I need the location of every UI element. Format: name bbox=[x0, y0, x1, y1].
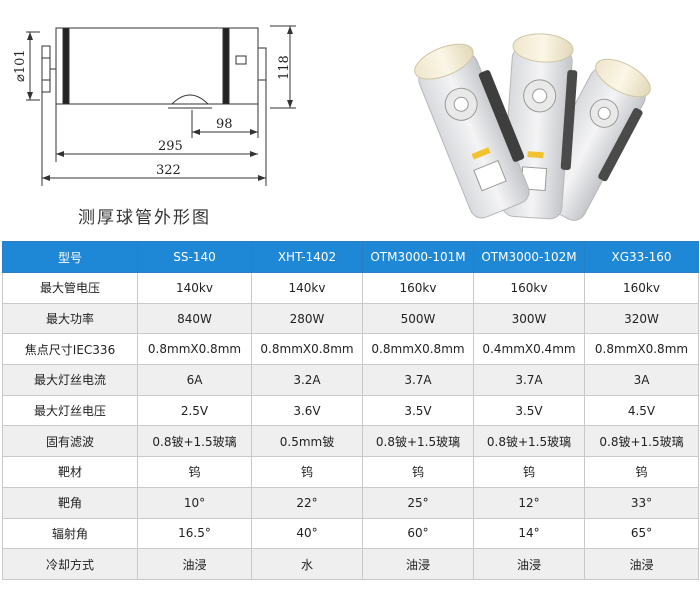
row-label-cell: 最大功率 bbox=[2, 302, 138, 335]
table-cell: 300W bbox=[473, 302, 585, 335]
table-cell: 油浸 bbox=[362, 548, 474, 580]
spec-table: 型号 SS-140 XHT-1402 OTM3000-101M OTM3000-… bbox=[2, 241, 699, 580]
table-cell: 钨 bbox=[473, 456, 585, 488]
header-cell: SS-140 bbox=[137, 241, 252, 273]
table-cell: 500W bbox=[362, 302, 474, 335]
table-cell: 钨 bbox=[584, 456, 699, 488]
row-label-cell: 冷却方式 bbox=[2, 548, 138, 580]
table-cell: 14° bbox=[473, 517, 585, 550]
table-cell: 0.8铍+1.5玻璃 bbox=[584, 425, 699, 458]
table-cell: 140kv bbox=[137, 272, 252, 304]
table-cell: 3.7A bbox=[473, 364, 585, 396]
table-cell: 钨 bbox=[251, 456, 363, 488]
table-cell: 2.5V bbox=[137, 394, 252, 427]
row-label-cell: 最大灯丝电压 bbox=[2, 394, 138, 427]
table-cell: 60° bbox=[362, 517, 474, 550]
dim-total-label: 322 bbox=[156, 163, 181, 178]
table-cell: 3A bbox=[584, 364, 699, 396]
table-cell: 4.5V bbox=[584, 394, 699, 427]
dim-inner-label: 98 bbox=[216, 117, 233, 132]
table-cell: 钨 bbox=[137, 456, 252, 488]
row-label-cell: 靶角 bbox=[2, 486, 138, 519]
table-cell: 320W bbox=[584, 302, 699, 335]
header-cell: XHT-1402 bbox=[251, 241, 363, 273]
table-cell: 水 bbox=[251, 548, 363, 580]
table-cell: 油浸 bbox=[137, 548, 252, 580]
table-cell: 22° bbox=[251, 486, 363, 519]
table-cell: 160kv bbox=[473, 272, 585, 304]
table-header-row: 型号 SS-140 XHT-1402 OTM3000-101M OTM3000-… bbox=[2, 241, 699, 273]
row-label-cell: 焦点尺寸IEC336 bbox=[2, 333, 138, 366]
row-label-cell: 固有滤波 bbox=[2, 425, 138, 458]
table-cell: 0.8铍+1.5玻璃 bbox=[473, 425, 585, 458]
table-cell: 3.5V bbox=[473, 394, 585, 427]
drawing-caption: 测厚球管外形图 bbox=[78, 208, 211, 228]
header-cell: XG33-160 bbox=[584, 241, 699, 273]
table-cell: 0.8铍+1.5玻璃 bbox=[362, 425, 474, 458]
table-cell: 16.5° bbox=[137, 517, 252, 550]
dim-height-label: 118 bbox=[277, 55, 292, 80]
table-cell: 6A bbox=[137, 364, 252, 396]
table-cell: 3.2A bbox=[251, 364, 363, 396]
table-cell: 0.8mmX0.8mm bbox=[251, 333, 363, 366]
table-cell: 0.8mmX0.8mm bbox=[584, 333, 699, 366]
dim-diameter-label: ⌀101 bbox=[13, 49, 28, 82]
table-cell: 油浸 bbox=[584, 548, 699, 580]
header-cell: OTM3000-102M bbox=[473, 241, 585, 273]
table-row: 冷却方式油浸水油浸油浸油浸 bbox=[2, 548, 699, 580]
table-cell: 0.8铍+1.5玻璃 bbox=[137, 425, 252, 458]
table-cell: 160kv bbox=[584, 272, 699, 304]
table-cell: 140kv bbox=[251, 272, 363, 304]
table-cell: 0.8mmX0.8mm bbox=[137, 333, 252, 366]
row-label-cell: 最大灯丝电流 bbox=[2, 364, 138, 396]
table-row: 靶材钨钨钨钨钨 bbox=[2, 456, 699, 488]
table-cell: 钨 bbox=[362, 456, 474, 488]
table-cell: 0.4mmX0.4mm bbox=[473, 333, 585, 366]
table-cell: 25° bbox=[362, 486, 474, 519]
table-cell: 40° bbox=[251, 517, 363, 550]
table-cell: 840W bbox=[137, 302, 252, 335]
table-cell: 3.7A bbox=[362, 364, 474, 396]
table-cell: 0.8mmX0.8mm bbox=[362, 333, 474, 366]
table-cell: 3.5V bbox=[362, 394, 474, 427]
product-photo bbox=[414, 33, 651, 221]
dim-body-label: 295 bbox=[158, 139, 183, 154]
table-cell: 3.6V bbox=[251, 394, 363, 427]
table-cell: 0.5mm铍 bbox=[251, 425, 363, 458]
table-cell: 12° bbox=[473, 486, 585, 519]
header-cell: 型号 bbox=[2, 241, 138, 273]
row-label-cell: 辐射角 bbox=[2, 517, 138, 550]
row-label-cell: 最大管电压 bbox=[2, 272, 138, 304]
table-cell: 33° bbox=[584, 486, 699, 519]
table-cell: 油浸 bbox=[473, 548, 585, 580]
table-cell: 280W bbox=[251, 302, 363, 335]
outline-drawing: ⌀101 118 98 295 322 bbox=[13, 25, 296, 186]
table-cell: 65° bbox=[584, 517, 699, 550]
table-cell: 160kv bbox=[362, 272, 474, 304]
header-cell: OTM3000-101M bbox=[362, 241, 474, 273]
table-cell: 10° bbox=[137, 486, 252, 519]
row-label-cell: 靶材 bbox=[2, 456, 138, 488]
